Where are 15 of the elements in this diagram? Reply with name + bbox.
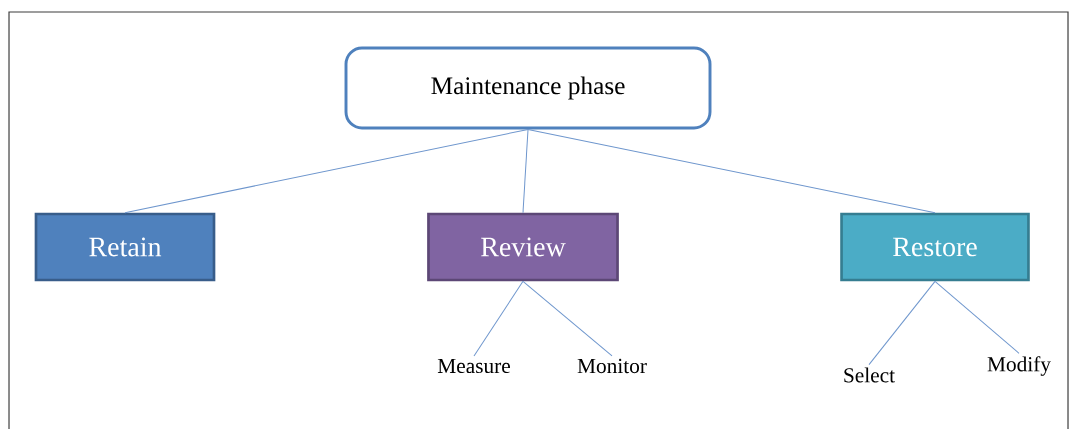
leaf-label: Monitor: [577, 358, 647, 374]
connector-line: [934, 280, 1020, 354]
connector-line: [473, 280, 524, 357]
connector-line: [124, 128, 529, 214]
category-box: Retain: [34, 212, 216, 282]
connector-line: [527, 128, 936, 214]
connector-line: [522, 280, 613, 357]
leaf-label: Modify: [987, 356, 1051, 376]
root-box: Maintenance phase: [344, 46, 712, 130]
leaf-label: Measure: [437, 358, 510, 374]
leaf-label: Select: [844, 367, 895, 383]
connector-line: [522, 128, 529, 214]
connector-line: [868, 280, 936, 366]
category-box: Review: [427, 212, 619, 282]
category-box: Restore: [840, 212, 1030, 282]
